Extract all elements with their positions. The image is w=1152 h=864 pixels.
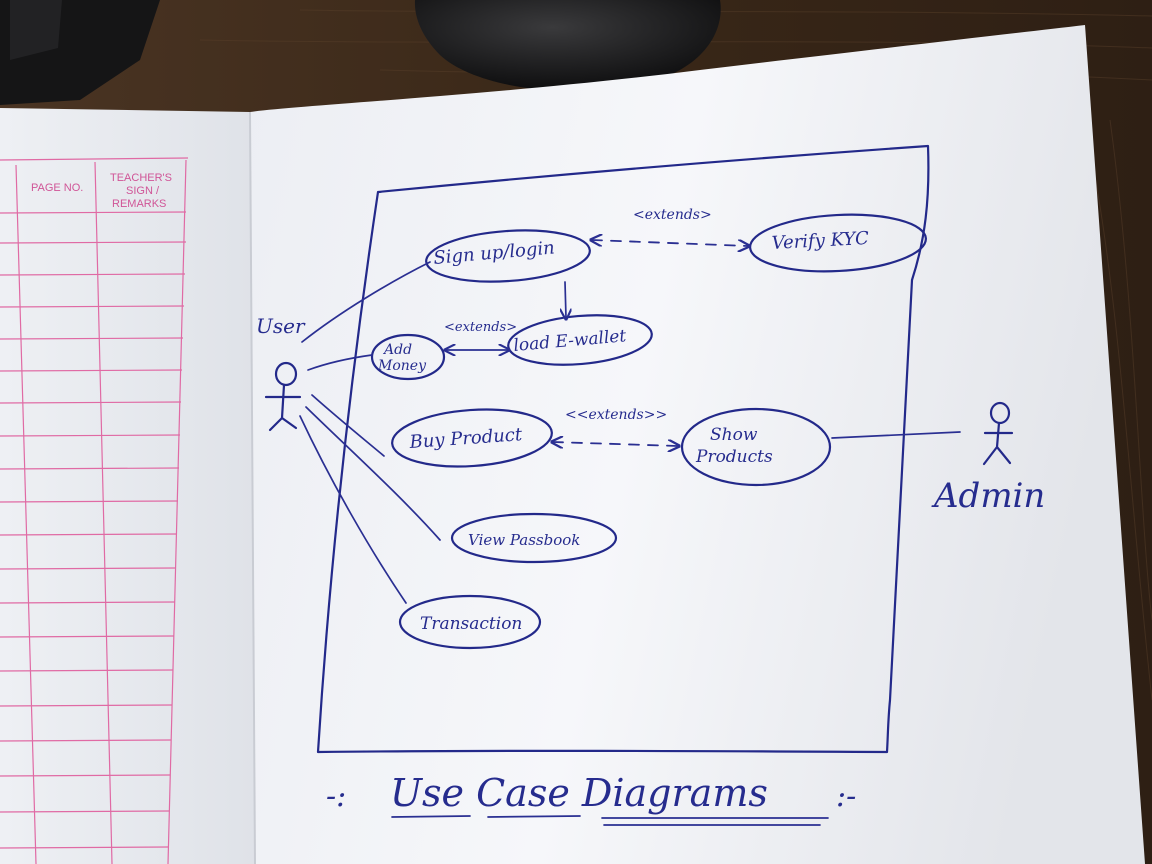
remarks-header-line1: TEACHER'S bbox=[110, 172, 172, 184]
extends-signup-verify bbox=[592, 240, 748, 246]
title-decor-right: :- bbox=[836, 779, 856, 814]
extends-label-3: <<extends>> bbox=[565, 407, 667, 423]
usecase-add-money-ellipse bbox=[370, 333, 446, 381]
remarks-header-line3: REMARKS bbox=[112, 198, 166, 210]
user-actor bbox=[264, 361, 302, 432]
notebook-right-page bbox=[250, 25, 1145, 864]
usecase-show-label2: Products bbox=[695, 447, 773, 467]
extends-label-2: <extends> bbox=[444, 320, 517, 335]
extends-buy-show bbox=[553, 442, 678, 446]
usecase-show-label1: Show bbox=[710, 425, 758, 445]
admin-actor-label: Admin bbox=[931, 476, 1045, 516]
extends-label-1: <extends> bbox=[633, 207, 712, 223]
notebook-spine bbox=[249, 111, 256, 864]
title-decor-left: -: bbox=[326, 779, 346, 814]
usecase-add-money-label1: Add bbox=[382, 342, 412, 358]
usecase-show-ellipse bbox=[680, 407, 832, 487]
usecase-transaction-ellipse bbox=[398, 594, 542, 650]
page-no-header: PAGE NO. bbox=[31, 182, 83, 194]
arrow-signup-ewallet bbox=[565, 281, 566, 318]
diagram-title: Use Case Diagrams bbox=[390, 771, 768, 815]
usecase-verify-label: Verify KYC bbox=[771, 228, 869, 254]
computer-mouse bbox=[414, 0, 721, 92]
user-associations bbox=[299, 261, 441, 604]
usecase-transaction-label: Transaction bbox=[420, 614, 522, 634]
remarks-header-line2: SIGN / bbox=[126, 185, 160, 197]
user-actor-label: User bbox=[256, 314, 306, 338]
usecase-add-money-label2: Money bbox=[377, 358, 427, 374]
notebook-left-page bbox=[0, 108, 255, 864]
usecase-passbook-label: View Passbook bbox=[468, 531, 580, 549]
admin-association bbox=[831, 431, 961, 439]
title-underline bbox=[391, 815, 829, 826]
usecase-buy-ellipse bbox=[391, 408, 553, 468]
margin-ruling bbox=[0, 157, 189, 864]
admin-actor bbox=[982, 401, 1014, 466]
keyboard-key bbox=[10, 0, 62, 60]
usecase-passbook-ellipse bbox=[450, 512, 618, 564]
system-boundary bbox=[316, 144, 930, 754]
